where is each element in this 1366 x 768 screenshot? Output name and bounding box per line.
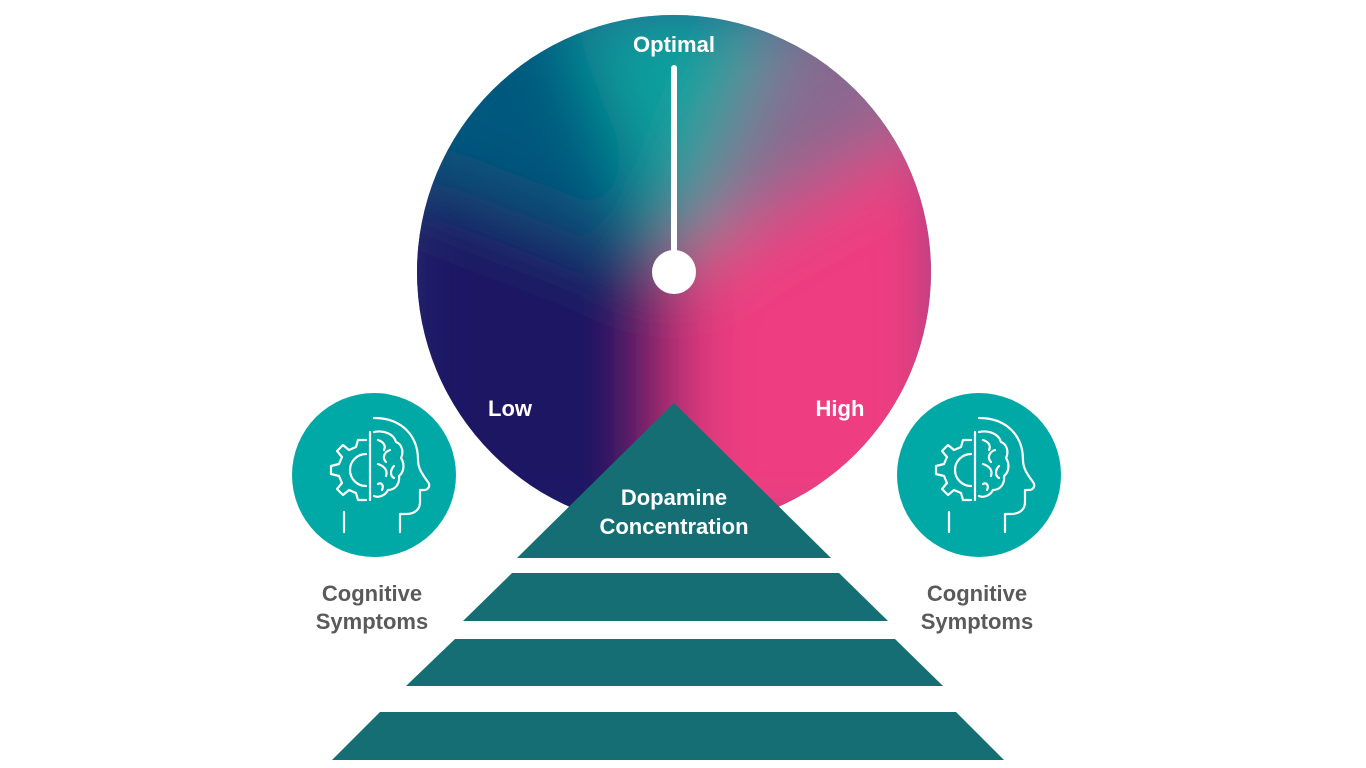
gauge-pivot bbox=[652, 250, 696, 294]
dopamine-pyramid bbox=[332, 403, 1004, 760]
left-symptom-badge bbox=[292, 393, 456, 557]
pyramid-tier-2 bbox=[406, 639, 943, 686]
pyramid-tier-3 bbox=[332, 712, 1004, 760]
right-symptom-label-line2: Symptoms bbox=[921, 609, 1033, 634]
pyramid-label-line1: Dopamine bbox=[621, 485, 727, 510]
gauge-label-low: Low bbox=[488, 396, 533, 421]
right-symptom: Cognitive Symptoms bbox=[897, 393, 1061, 634]
right-symptom-label-line1: Cognitive bbox=[927, 581, 1027, 606]
pyramid-apex bbox=[517, 403, 831, 558]
pyramid-label-line2: Concentration bbox=[599, 514, 748, 539]
left-symptom-label-line2: Symptoms bbox=[316, 609, 428, 634]
gauge-label-high: High bbox=[816, 396, 865, 421]
right-symptom-badge bbox=[897, 393, 1061, 557]
pyramid-tier-1 bbox=[463, 573, 888, 621]
left-symptom: Cognitive Symptoms bbox=[292, 393, 456, 634]
left-symptom-label-line1: Cognitive bbox=[322, 581, 422, 606]
gauge-label-optimal: Optimal bbox=[633, 32, 715, 57]
